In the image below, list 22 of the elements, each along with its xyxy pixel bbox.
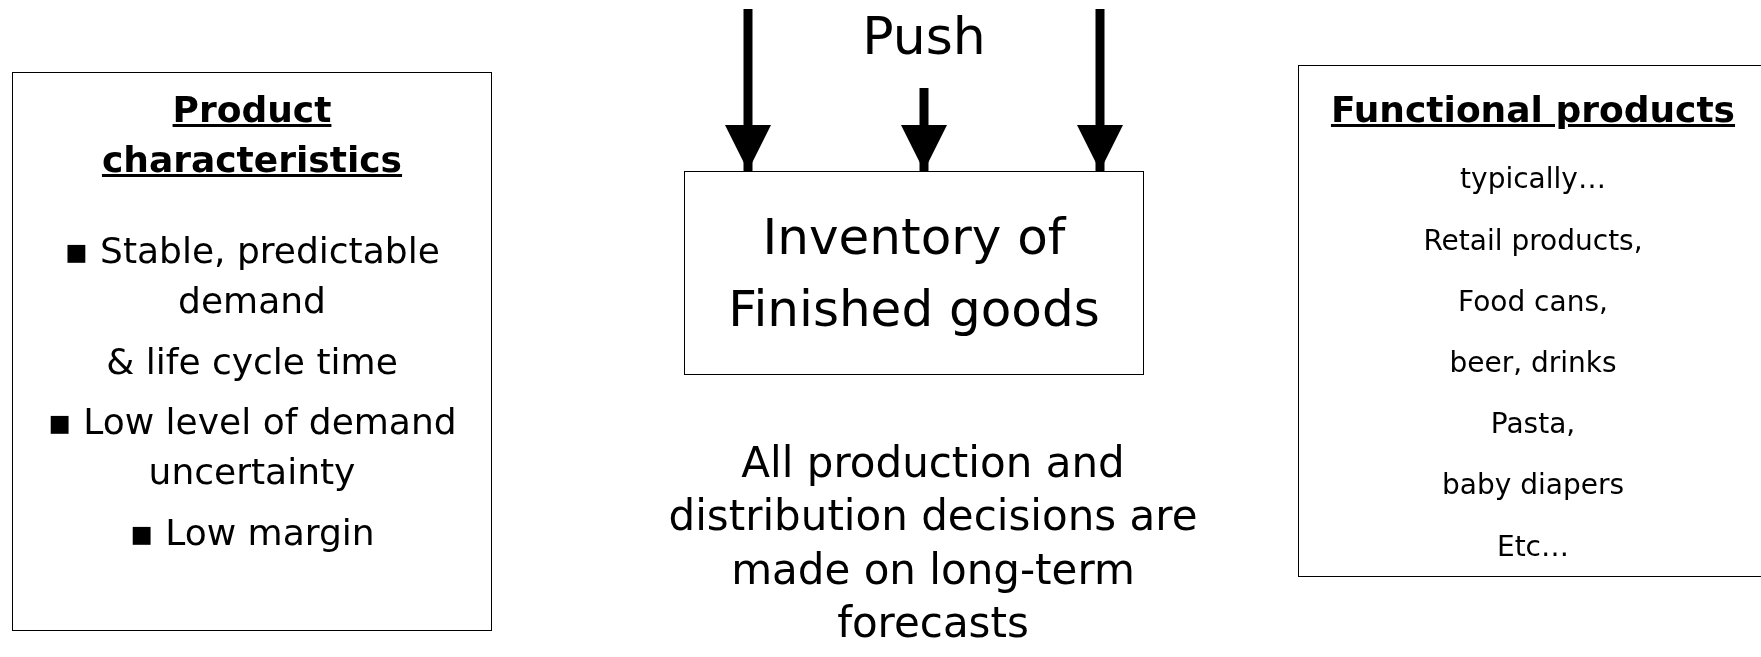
bullet-text: ▪ Stable, predictable demand bbox=[63, 228, 441, 324]
arrow bbox=[901, 88, 947, 171]
push-label: Push bbox=[861, 5, 987, 68]
list-text: Food cans, bbox=[1458, 283, 1608, 320]
heading-text: Product characteristics bbox=[100, 88, 404, 183]
bullet-text: ▪ Low margin bbox=[129, 510, 375, 555]
list-text: beer, drinks bbox=[1449, 344, 1617, 381]
list-text: baby diapers bbox=[1442, 467, 1624, 504]
bullet-text: ▪ Low level of demand uncertainty bbox=[46, 399, 458, 495]
arrow bbox=[725, 9, 771, 171]
box-text: Inventory of Finished goods bbox=[727, 206, 1101, 340]
text-box bbox=[12, 72, 492, 631]
list-text: Pasta, bbox=[1490, 406, 1576, 443]
list-text: Retail products, bbox=[1423, 222, 1643, 259]
heading-text: Functional products bbox=[1330, 88, 1736, 132]
arrow bbox=[1077, 9, 1123, 171]
bullet-text: & life cycle time bbox=[106, 339, 398, 384]
list-text: typically… bbox=[1460, 161, 1606, 198]
text-box bbox=[1298, 65, 1761, 577]
note-text: All production and distribution decisions are made on long-term forecasts bbox=[667, 437, 1199, 649]
list-text: Etc… bbox=[1496, 528, 1570, 565]
text-box bbox=[684, 171, 1144, 375]
